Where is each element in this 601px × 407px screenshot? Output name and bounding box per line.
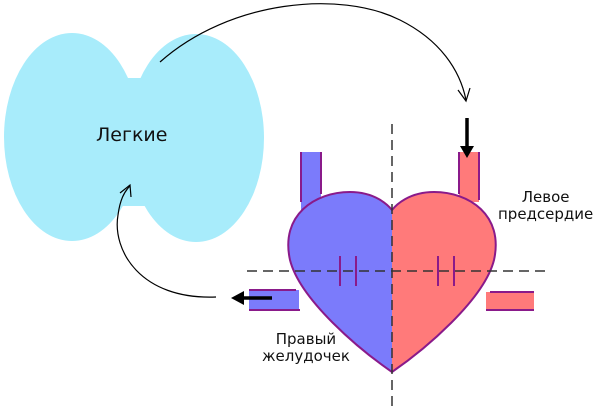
right-ventricle-label: Правый желудочек [262, 330, 350, 365]
left-atrium-label: Левое предсердие [498, 188, 594, 223]
dashed-axes [247, 124, 545, 407]
arrow-down-icon [460, 118, 474, 158]
arrow-left-icon [231, 291, 272, 305]
heart-left-side [392, 152, 534, 372]
curved-arrow-icon [159, 3, 471, 103]
lungs-label: Легкие [96, 124, 168, 146]
lungs [4, 33, 264, 242]
curved-arrow-icon-return [116, 183, 217, 298]
